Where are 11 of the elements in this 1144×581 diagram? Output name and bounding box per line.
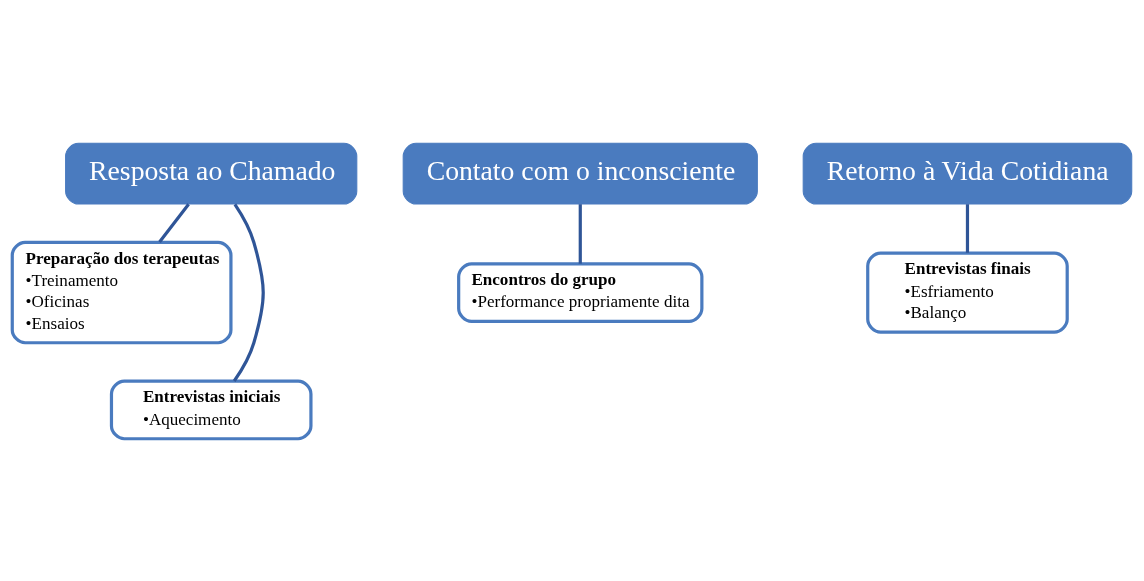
node-box: Contato com o inconsciente	[402, 142, 758, 205]
node-box: Encontros do grupo •Performance propriamente dita	[457, 261, 704, 323]
connector	[232, 202, 265, 382]
connector	[158, 202, 190, 243]
node-box: Resposta ao Chamado	[65, 142, 358, 205]
node-box: Entrevistas finais •Esfriamento •Balanço	[866, 251, 1069, 334]
node-box: Preparação dos terapeutas •Treinamento •Oficinas •Ensaios	[10, 240, 233, 344]
connector	[965, 203, 970, 253]
connector	[578, 203, 582, 264]
node-box: Retorno à Vida Cotidiana	[802, 142, 1133, 205]
node-box: Entrevistas iniciais •Aquecimento	[109, 379, 313, 440]
